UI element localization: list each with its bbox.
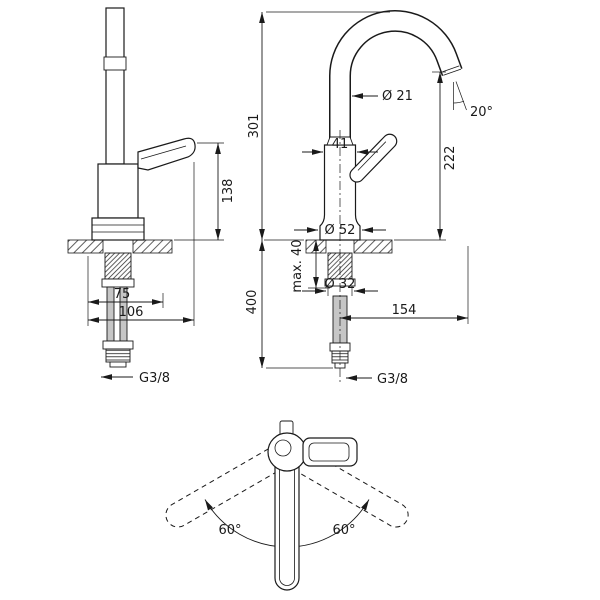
front-spout-outlet-rim — [443, 68, 462, 76]
dim-301-label: 301 — [247, 114, 262, 139]
body-top-view-inner — [274, 439, 292, 457]
side-deck-hatch-right — [132, 239, 173, 254]
dim-32-label: Ø 32 — [325, 277, 356, 292]
side-base — [91, 217, 145, 241]
front-view-drawing: 301 Ø 21 20° 222 41 — [245, 9, 493, 387]
side-deck-hatch-left — [67, 239, 104, 254]
handle-top-view — [302, 437, 358, 467]
dim-301: 301 — [247, 11, 390, 241]
dim-400: 400 — [245, 240, 333, 369]
side-view-drawing: 138 75 106 G3/8 — [67, 7, 236, 386]
dim-21-label: Ø 21 — [382, 89, 413, 104]
dim-138-label: 138 — [221, 179, 236, 204]
dim-154-label: 154 — [392, 303, 417, 318]
handle-top-view-inner — [308, 442, 350, 462]
dim-41: 41 — [302, 137, 378, 158]
dim-spout-diameter: Ø 21 — [352, 89, 413, 104]
side-thread-label: G3/8 — [139, 371, 170, 386]
side-connector-ribs — [105, 348, 131, 363]
dim-spout-angle: 20° — [453, 81, 493, 120]
dim-41-label: 41 — [332, 137, 349, 152]
dim-52: Ø 52 — [294, 223, 386, 238]
side-spout-pipe — [105, 7, 125, 165]
front-thread-label: G3/8 — [377, 372, 408, 387]
dim-75: 75 — [87, 256, 164, 326]
top-view-swivel-drawing: 60° 60° — [165, 420, 409, 591]
dim-222-label: 222 — [443, 146, 458, 171]
dim-32: Ø 32 — [302, 277, 378, 294]
dim-max40-label: max. 40 — [290, 239, 305, 292]
body-top-view — [267, 432, 307, 472]
dim-106: 106 — [88, 162, 195, 326]
side-body — [97, 163, 139, 219]
dim-20deg-label: 20° — [470, 105, 493, 120]
dim-154: 154 — [340, 246, 469, 324]
front-cartridge-cap — [326, 136, 354, 146]
side-threaded-shank — [104, 252, 132, 280]
dim-max40: max. 40 — [290, 239, 330, 293]
side-spout-collar — [103, 56, 127, 71]
front-spout-aerator-line — [442, 65, 460, 73]
dim-138: 138 — [174, 142, 236, 241]
side-handle-detail-line — [140, 145, 187, 160]
front-deck-hatch-right — [353, 239, 393, 254]
side-connector-tail — [109, 361, 127, 368]
front-thread-callout: G3/8 — [346, 372, 408, 387]
swivel-left-label: 60° — [218, 523, 241, 538]
dim-106-label: 106 — [119, 305, 144, 320]
front-spout-inner — [330, 11, 462, 152]
dim-400-label: 400 — [245, 290, 260, 315]
front-handle — [349, 133, 398, 183]
dim-75-label: 75 — [114, 287, 131, 302]
dim-52-label: Ø 52 — [325, 223, 356, 238]
side-locknut — [101, 278, 135, 288]
dim-222: 222 — [394, 71, 458, 241]
side-handle — [137, 137, 196, 171]
side-thread-callout: G3/8 — [101, 371, 170, 386]
swivel-right-label: 60° — [332, 523, 355, 538]
side-connector-nut — [102, 340, 134, 350]
